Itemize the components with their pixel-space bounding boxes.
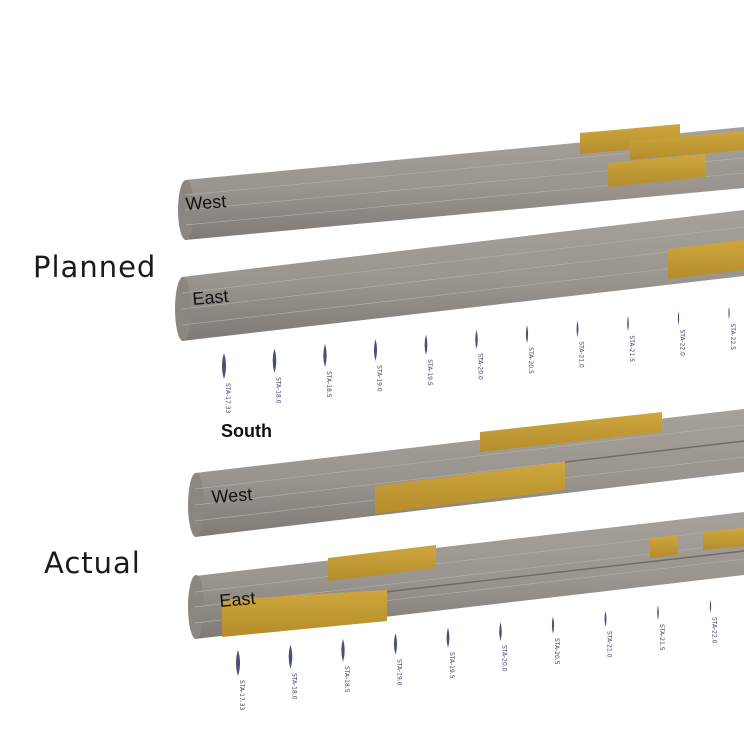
station-marker <box>728 306 730 320</box>
station-label: STA-17.33 <box>238 680 245 711</box>
planned-east-progress <box>668 240 744 279</box>
station-marker <box>475 329 478 350</box>
planned-east-label: East <box>192 286 230 309</box>
station-label: STA-19.0 <box>376 365 383 392</box>
station-label: STA-22.5 <box>729 324 736 351</box>
south-label: South <box>221 421 272 441</box>
station-marker <box>222 353 226 379</box>
planned-west-progress-mid <box>630 131 744 160</box>
station-label: STA-20.5 <box>553 638 560 665</box>
planned-section-label: Planned <box>33 250 157 284</box>
station-label: STA-18.0 <box>275 377 282 404</box>
station-label: STA-18.5 <box>343 666 350 693</box>
actual-east-progress-small-2 <box>703 528 744 550</box>
planned-east-grid <box>181 226 744 326</box>
station-marker <box>393 633 398 655</box>
station-label: STA-20.0 <box>501 645 508 672</box>
station-marker <box>323 343 327 368</box>
station-label: STA-21.5 <box>628 335 635 362</box>
station-label: STA-18.0 <box>291 673 298 700</box>
station-label: STA-19.5 <box>426 359 433 386</box>
planned-west-label: West <box>185 191 227 214</box>
station-label: STA-21.0 <box>578 341 585 368</box>
station-marker <box>576 320 579 338</box>
station-label: STA-17.33 <box>224 383 231 414</box>
station-marker <box>424 334 428 356</box>
actual-station-markers: STA-17.33 STA-18.0 STA-18.5 STA-19.0 STA-19.… <box>236 599 718 711</box>
station-label: STA-21.5 <box>658 624 665 651</box>
actual-east-progress-lower <box>222 590 387 637</box>
station-marker <box>446 627 450 648</box>
station-label: STA-20.5 <box>527 347 534 374</box>
station-marker <box>525 325 529 344</box>
actual-west-label: West <box>211 484 253 507</box>
actual-east-progress-upper <box>328 545 436 581</box>
actual-east-label: East <box>219 588 257 611</box>
station-marker <box>272 348 277 374</box>
station-marker <box>373 339 378 362</box>
planned-west-tube: West <box>178 124 744 240</box>
station-marker <box>288 644 293 669</box>
planned-west-progress-lower <box>608 154 705 187</box>
station-marker <box>627 315 629 332</box>
station-label: STA-19.5 <box>448 652 455 679</box>
actual-west-tube: West <box>188 409 744 537</box>
station-label: STA-22.0 <box>711 617 718 644</box>
station-label: STA-19.0 <box>396 659 403 686</box>
station-label: STA-20.0 <box>477 353 484 380</box>
actual-west-progress-lower <box>375 462 565 514</box>
actual-east-progress-small-1 <box>650 535 677 558</box>
station-label: STA-18.5 <box>325 371 332 398</box>
station-marker <box>236 650 240 676</box>
planned-station-markers: STA-17.33 STA-18.0 STA-18.5 STA-19.0 STA-19.… <box>222 306 736 414</box>
station-label: STA-22.0 <box>679 329 686 356</box>
station-marker <box>677 311 680 326</box>
actual-section-label: Actual <box>44 546 141 580</box>
actual-west-progress-upper <box>480 412 662 452</box>
actual-east-tube: East <box>188 512 744 639</box>
station-marker <box>341 638 345 662</box>
station-marker <box>604 610 607 627</box>
station-marker <box>551 616 555 634</box>
station-label: STA-21.0 <box>606 631 613 658</box>
station-marker <box>709 599 712 613</box>
station-marker <box>499 622 502 641</box>
station-marker <box>657 605 659 620</box>
planned-east-tube: East <box>175 210 744 341</box>
